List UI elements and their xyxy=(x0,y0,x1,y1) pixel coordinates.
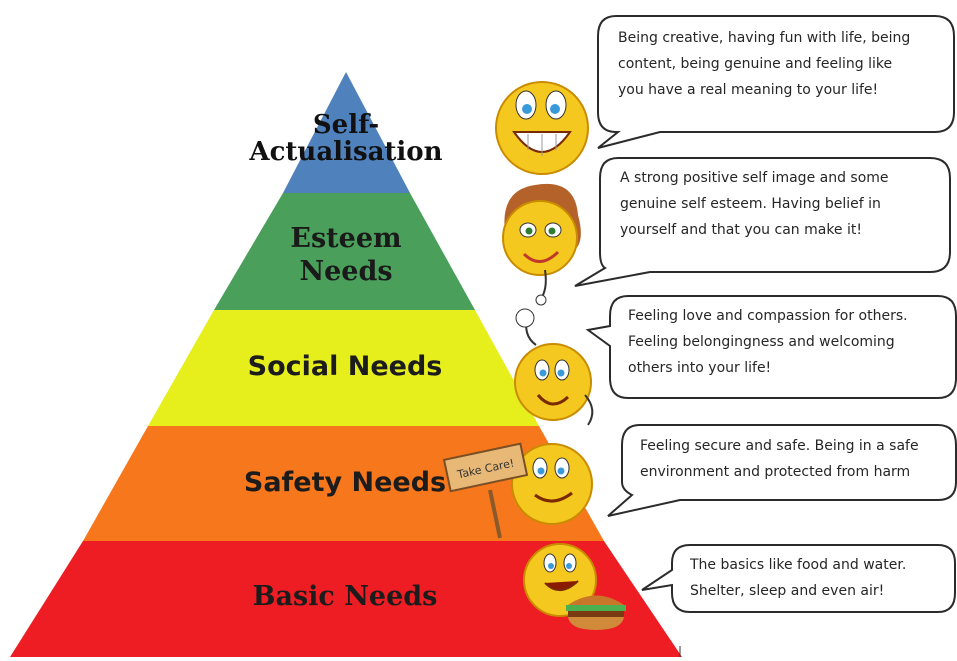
label-line: Self- xyxy=(312,110,380,140)
label-self-actualisation: Self- Actualisation xyxy=(236,110,456,168)
label-esteem-needs: Esteem Needs xyxy=(246,222,446,288)
label-line: Basic Needs xyxy=(252,581,438,612)
bubble-text-esteem: A strong positive self image and some ge… xyxy=(620,165,945,243)
grinning-smiley-icon xyxy=(495,81,589,175)
label-social-needs: Social Needs xyxy=(220,351,470,382)
pyramid-level-esteem xyxy=(214,193,475,310)
speech-bubble-esteem xyxy=(574,157,951,287)
bubble-line: A strong positive self image and some xyxy=(620,170,889,186)
burger-smiley-icon xyxy=(523,543,626,630)
burger-icon xyxy=(566,595,626,630)
bubble-line: Feeling love and compassion for others. xyxy=(628,308,908,324)
bubble-line: The basics like food and water. xyxy=(690,557,907,573)
sign-holding-smiley-icon: Take Care! xyxy=(442,442,593,539)
label-safety-needs: Safety Needs xyxy=(220,467,470,498)
bubble-text-basic: The basics like food and water. Shelter,… xyxy=(690,552,952,604)
pyramid-level-self-actualisation xyxy=(283,72,410,193)
bubble-line: you have a real meaning to your life! xyxy=(618,82,879,98)
bubble-text-safety: Feeling secure and safe. Being in a safe… xyxy=(640,433,955,485)
pyramid-level-social xyxy=(148,310,539,426)
speech-bubble-safety xyxy=(607,424,957,517)
bubble-line: Shelter, sleep and even air! xyxy=(690,583,885,599)
label-basic-needs: Basic Needs xyxy=(220,581,470,612)
bubble-line: others into your life! xyxy=(628,360,772,376)
label-line: Safety Needs xyxy=(243,467,447,498)
speech-bubble-basic xyxy=(641,544,956,613)
bubble-line: Feeling secure and safe. Being in a safe xyxy=(640,438,919,454)
pyramid-level-basic xyxy=(10,541,682,657)
speech-bubble-self-actualisation xyxy=(597,15,955,149)
girl-smiley-icon xyxy=(502,183,581,306)
waving-smiley-icon xyxy=(514,308,594,426)
bubble-text-social: Feeling love and compassion for others. … xyxy=(628,303,953,381)
label-line: Needs xyxy=(299,256,393,287)
label-line: Social Needs xyxy=(247,351,443,382)
bubble-line: yourself and that you can make it! xyxy=(620,222,862,238)
bubble-line: environment and protected from harm xyxy=(640,464,911,480)
bubble-line: genuine self esteem. Having belief in xyxy=(620,196,881,212)
label-line: Actualisation xyxy=(249,137,443,168)
bubble-line: Being creative, having fun with life, be… xyxy=(618,30,911,46)
bubble-line: Feeling belongingness and welcoming xyxy=(628,334,895,350)
bubble-text-self-actualisation: Being creative, having fun with life, be… xyxy=(618,25,948,103)
bubble-line: content, being genuine and feeling like xyxy=(618,56,893,72)
speech-bubble-social xyxy=(585,295,957,399)
take-care-sign: Take Care! xyxy=(442,442,529,493)
label-line: Esteem xyxy=(290,223,402,254)
